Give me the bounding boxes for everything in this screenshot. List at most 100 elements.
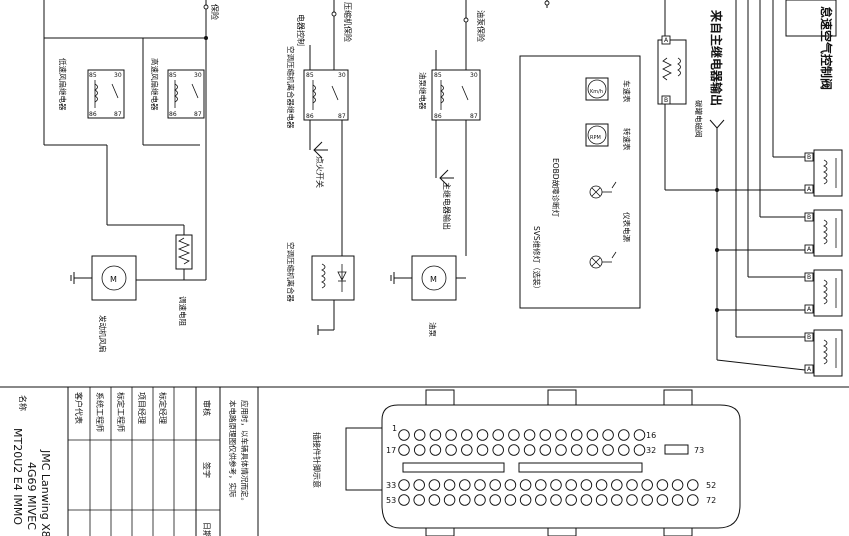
svs-lamp: SVS维修灯（选装） [532,226,617,293]
row3-pin [474,479,486,491]
row4-pin [504,494,517,506]
row3-pin [580,479,593,491]
row4-pin [398,494,410,506]
coil-units: B A B A B A B A [716,0,843,377]
coil4-a: A [807,366,812,373]
low-fan-relay-label: 低速风扇继电器 [58,58,68,111]
coil1-b: B [807,154,811,161]
pump-relay-pin87: 87 [470,113,478,120]
tachometer: RPM 转速表 [585,123,632,151]
ac-comp-fuse-label: 压缩机保险 [343,2,353,42]
fan-motor: M 发动机风扇 [70,255,137,353]
high-fan-relay-label: 高速风扇继电器 [150,58,160,111]
row3-pin [550,479,562,491]
row3-pin [504,479,517,491]
title-name-line2: 4G69 MIVEC [25,462,38,530]
title-col-review: 审核 [202,400,212,416]
row4-pin [565,494,577,506]
ac-relay-pin86: 86 [306,113,314,120]
row2-pin [429,444,442,456]
speedometer: Km/h 车速表 [585,77,632,103]
title-row-sys-eng: 系统工程师 [95,392,105,432]
row4-pin [443,494,456,506]
row1-pin [633,429,646,441]
fan-motor-m: M [110,275,117,284]
low-relay-pin30: 30 [114,72,122,79]
row3-pin [626,479,638,491]
row3-pin [595,479,608,491]
row4-pin [687,494,699,506]
row4-pin [459,494,471,506]
row2-pin [618,444,630,456]
row4-pin [580,494,593,506]
row3-pin [519,479,532,491]
pin-label-32: 32 [646,446,656,455]
row4-pin [535,494,547,506]
row2-pin [476,444,489,456]
row3-pin [641,479,653,491]
row1-pin [508,429,520,441]
coil4-b: B [807,334,811,341]
main-relay-out-big-label: 来自主继电器输出 [709,9,724,106]
row1-pin [413,429,426,441]
coil3-b: B [807,274,811,281]
canister-term-b: B [664,97,668,104]
row3-pin [428,479,441,491]
ecu-connector: 插接件针脚示意 1 16 17 32 73 33 52 53 72 [312,389,741,536]
coil2-a: A [807,246,812,253]
title-row-customer: 客户代表 [74,392,84,424]
coil-unit-4: B A [804,329,843,377]
title-row-cal-mgr: 标定经理 [158,392,168,424]
row4-pin [519,494,532,506]
row3-pin [565,479,577,491]
row1-pin [461,429,473,441]
title-col-sign: 签字 [202,462,212,478]
gauge-rpm: RPM [590,135,601,141]
pump-relay-pin85: 85 [434,72,442,79]
row2-pin [602,444,614,456]
ac-comp-ctrl-label: 电器控制 [296,14,306,46]
canister-valve-label: 碳罐电磁阀 [694,100,704,138]
ac-relay-pin85: 85 [306,72,314,79]
row4-pin [626,494,638,506]
row2-pin [555,444,567,456]
connector-label: 插接件针脚示意 [312,432,322,488]
pin-label-52: 52 [706,481,716,490]
speed-resistor-label: 调速电阻 [178,296,188,326]
row1-pin [429,429,442,441]
canister-term-a: A [664,37,669,44]
row2-pin [413,444,426,456]
row3-pin [535,479,547,491]
row3-pin [687,479,699,491]
row4-pin [489,494,501,506]
row1-pin [586,429,599,441]
row1-pin [398,429,410,441]
title-name-line3: MT20U2 E4 IMMO [11,428,24,525]
row3-pin [398,479,410,491]
row4-pin [641,494,653,506]
row4-pin [611,494,623,506]
coil-unit-2: B A [804,209,843,257]
row2-pin [570,444,583,456]
row2-pin [492,444,504,456]
instrument-cluster: Km/h 车速表 RPM 转速表 EOBD故障诊断灯 SVS维修灯（选装） 仪表… [519,0,641,309]
fuel-pump-motor: M 油泵 [390,255,466,337]
high-relay-pin85: 85 [169,72,177,79]
row2-pin [633,444,646,456]
gauge-kmh: Km/h [590,89,603,95]
row3-pin [459,479,471,491]
row4-pin [550,494,562,506]
eobd-lamp: EOBD故障诊断灯 [551,158,617,218]
row3-pin [443,479,456,491]
row3-pin [611,479,623,491]
ac-clutch-relay-label: 空调压缩机离合器继电器 [286,46,296,129]
title-col-date: 日期 [202,522,211,536]
row1-pin [492,429,504,441]
title-row-cal-eng: 标定工程师 [116,392,126,432]
pump-circuit: 油泵保险 85 30 86 87 油泵继电器 主继电器输出 M 油泵 [390,0,486,337]
fuel-pump-m: M [430,275,437,284]
fan-motor-label: 发动机风扇 [98,315,108,353]
row3-pin [413,479,425,491]
row2-pin [445,444,457,456]
